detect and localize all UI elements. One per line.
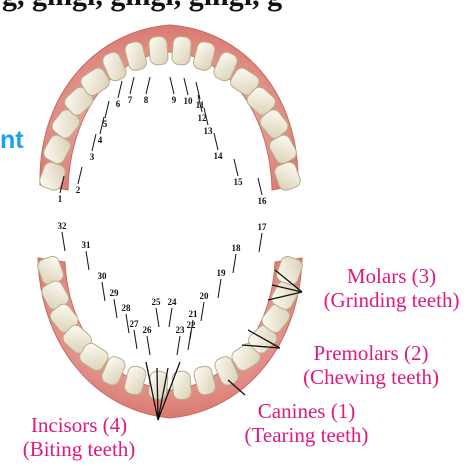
upper-tooth-number: 13 [204, 126, 214, 136]
number-leader [234, 159, 238, 176]
lower-tooth-number: 27 [130, 319, 140, 329]
lower-tooth-number: 31 [82, 240, 92, 250]
number-leader [201, 302, 204, 321]
number-leader [147, 336, 150, 355]
number-leader [102, 282, 105, 301]
number-leader [188, 331, 191, 350]
number-leader [170, 77, 174, 94]
upper-tooth [148, 36, 168, 65]
lower-tooth-number: 17 [258, 222, 268, 232]
lower-tooth-number: 20 [200, 291, 210, 301]
number-leader [259, 233, 262, 252]
incisors-label: Incisors (4) (Biting teeth) [4, 413, 154, 461]
upper-tooth-number: 8 [144, 95, 149, 105]
premolars-title: Premolars (2) [271, 341, 471, 365]
upper-tooth-number: 15 [234, 177, 244, 187]
lower-tooth-number: 32 [58, 221, 68, 231]
number-leader [105, 101, 109, 118]
upper-tooth-number: 9 [172, 95, 177, 105]
lower-tooth-number: 29 [110, 288, 120, 298]
upper-tooth-number: 6 [116, 99, 121, 109]
number-leader [130, 77, 134, 94]
number-leader [118, 81, 122, 98]
canines-title: Canines (1) [234, 399, 379, 423]
number-leader [233, 254, 236, 273]
number-leader [184, 78, 188, 95]
upper-tooth-number: 11 [196, 100, 205, 110]
premolars-desc: (Chewing teeth) [271, 365, 471, 389]
upper-tooth-number: 2 [76, 185, 81, 195]
lower-tooth-number: 19 [217, 268, 227, 278]
lower-tooth-number: 24 [168, 297, 178, 307]
lower-teeth [36, 255, 304, 400]
upper-tooth-number: 5 [103, 119, 108, 129]
premolars-label: Premolars (2) (Chewing teeth) [271, 341, 471, 389]
lower-tooth-number: 25 [152, 297, 162, 307]
lower-tooth-number: 21 [189, 309, 199, 319]
molars-label: Molars (3) (Grinding teeth) [319, 264, 464, 312]
molars-desc: (Grinding teeth) [319, 288, 464, 312]
upper-tooth-number: 12 [198, 113, 208, 123]
molars-title: Molars (3) [319, 264, 464, 288]
number-leader-lines [60, 77, 262, 355]
number-leader [78, 167, 82, 184]
incisors-title: Incisors (4) [4, 413, 154, 437]
upper-tooth-number: 10 [184, 96, 194, 106]
number-leader [62, 232, 65, 251]
number-leader [156, 308, 159, 327]
number-leader [169, 308, 172, 327]
upper-teeth [38, 36, 302, 192]
upper-tooth-number: 3 [90, 152, 95, 162]
lower-tooth-number: 28 [122, 303, 132, 313]
lower-tooth-number: 30 [98, 271, 108, 281]
lower-tooth-number: 18 [232, 243, 242, 253]
number-leader [134, 330, 137, 349]
upper-tooth-number: 4 [98, 135, 103, 145]
number-leader [92, 134, 96, 151]
upper-tooth-number: 7 [128, 95, 133, 105]
canines-desc: (Tearing teeth) [234, 423, 379, 447]
canines-label: Canines (1) (Tearing teeth) [234, 399, 379, 447]
lower-tooth-number: 22 [187, 320, 197, 330]
number-leader [258, 178, 262, 195]
number-leader [177, 336, 180, 355]
upper-tooth-number: 1 [58, 194, 63, 204]
lower-tooth-number: 23 [176, 325, 186, 335]
number-leader [146, 77, 150, 94]
number-leader [114, 299, 117, 318]
upper-tooth [171, 36, 191, 65]
incisors-desc: (Biting teeth) [4, 437, 154, 461]
number-leader [218, 279, 221, 298]
lower-tooth-number: 26 [143, 325, 153, 335]
upper-tooth-number: 14 [214, 151, 224, 161]
number-leader [86, 251, 89, 270]
number-leader [214, 133, 218, 150]
upper-tooth-number: 16 [258, 196, 268, 206]
